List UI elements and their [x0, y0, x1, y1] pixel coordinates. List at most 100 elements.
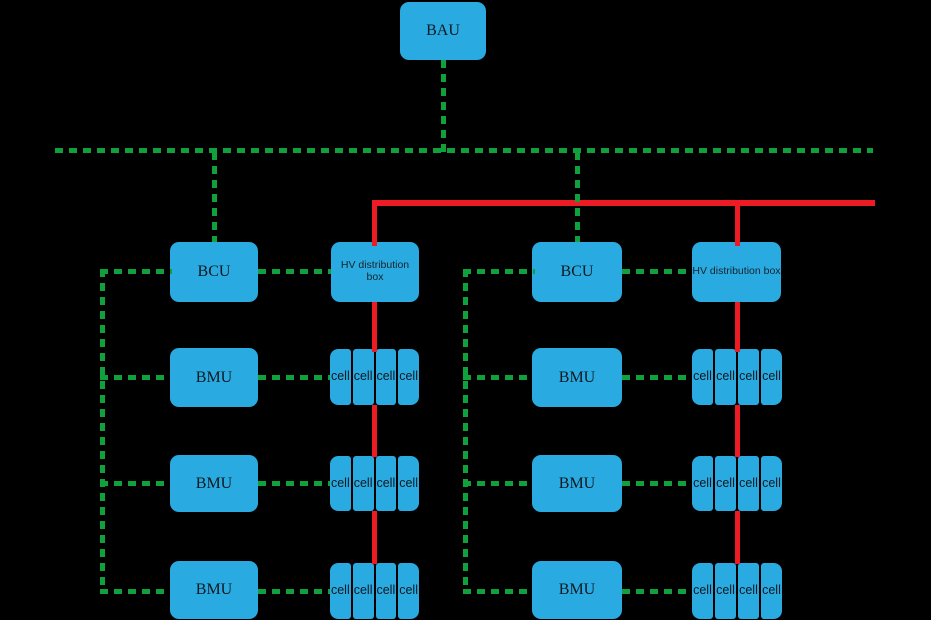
cell-2-3-1[interactable]: cell	[692, 563, 713, 619]
cell-label: cell	[716, 583, 735, 598]
hv-distribution-box-1[interactable]: HV distribution box	[331, 242, 419, 302]
comm-link-bcu1-to-hv1	[258, 269, 332, 274]
cell-1-2-2[interactable]: cell	[352, 456, 374, 511]
bcu-node-2[interactable]: BCU	[532, 242, 622, 302]
comm-link-bmu-1-3-to-cells	[258, 589, 331, 594]
cell-1-1-2[interactable]: cell	[352, 349, 374, 405]
bmu-label-2-1: BMU	[558, 368, 596, 386]
bmu-node-2-1[interactable]: BMU	[532, 348, 622, 407]
comm-link-riser2-to-bmu-2-2	[463, 481, 535, 486]
bau-node[interactable]: BAU	[400, 2, 486, 60]
cell-group-2-1: cell cell cell cell	[692, 349, 782, 405]
hv-box-label-2: HV distribution box	[692, 265, 781, 278]
bmu-node-1-3[interactable]: BMU	[170, 561, 258, 619]
cell-label: cell	[739, 583, 758, 598]
cell-2-3-2[interactable]: cell	[715, 563, 736, 619]
power-link-hv1-to-cells-1-1	[372, 302, 377, 352]
cell-1-2-4[interactable]: cell	[398, 456, 419, 511]
cell-label: cell	[693, 583, 712, 598]
hv-distribution-box-2[interactable]: HV distribution box	[692, 242, 781, 302]
cell-1-3-2[interactable]: cell	[352, 563, 374, 619]
cell-label: cell	[376, 475, 396, 490]
cell-label: cell	[762, 583, 781, 598]
cell-label: cell	[716, 369, 735, 384]
bmu-label-1-3: BMU	[195, 581, 233, 599]
comm-link-bus-to-bcu-2	[575, 152, 580, 244]
comm-bus-main	[55, 148, 873, 153]
cell-group-1-2: cell cell cell cell	[330, 456, 419, 511]
comm-link-bmu-2-1-to-cells	[622, 375, 692, 380]
cell-1-1-1[interactable]: cell	[330, 349, 351, 405]
cell-1-3-4[interactable]: cell	[398, 563, 419, 619]
comm-link-bau-to-bus	[441, 60, 446, 152]
comm-link-bmu-2-3-to-cells	[622, 589, 692, 594]
cell-2-3-4[interactable]: cell	[761, 563, 782, 619]
cell-label: cell	[330, 369, 350, 384]
hv-box-label-1: HV distribution box	[340, 259, 410, 283]
cell-label: cell	[762, 475, 781, 490]
comm-link-bmu-1-1-to-cells	[258, 375, 331, 380]
power-link-cells-1-1-to-1-2	[372, 405, 377, 457]
cell-2-1-1[interactable]: cell	[692, 349, 713, 405]
comm-riser-string-1	[100, 269, 105, 594]
bcu-node-1[interactable]: BCU	[170, 242, 258, 302]
bmu-label-1-2: BMU	[195, 474, 233, 492]
bmu-node-1-2[interactable]: BMU	[170, 455, 258, 512]
power-link-cells-1-2-to-1-3	[372, 511, 377, 564]
comm-link-riser2-to-bcu2	[463, 269, 535, 274]
cell-2-2-3[interactable]: cell	[738, 456, 759, 511]
comm-link-bus-to-bcu-1	[212, 152, 217, 244]
cell-1-2-1[interactable]: cell	[330, 456, 351, 511]
cell-2-2-2[interactable]: cell	[715, 456, 736, 511]
cell-group-2-2: cell cell cell cell	[692, 456, 782, 511]
cell-label: cell	[399, 475, 418, 490]
bmu-node-1-1[interactable]: BMU	[170, 348, 258, 407]
bmu-node-2-2[interactable]: BMU	[532, 455, 622, 512]
cell-label: cell	[693, 475, 712, 490]
bcu-label-2: BCU	[560, 263, 594, 281]
comm-link-riser2-to-bmu-2-3	[463, 589, 535, 594]
cell-2-2-1[interactable]: cell	[692, 456, 713, 511]
comm-link-riser1-to-bmu-1-3	[100, 589, 172, 594]
cell-1-1-4[interactable]: cell	[398, 349, 419, 405]
comm-link-bcu2-to-hv2	[622, 269, 693, 274]
power-link-hv2-to-cells-2-1	[735, 302, 740, 352]
comm-link-riser2-to-bmu-2-1	[463, 375, 535, 380]
cell-label: cell	[353, 475, 373, 490]
comm-link-bmu-2-2-to-cells	[622, 481, 692, 486]
comm-link-bmu-1-2-to-cells	[258, 481, 331, 486]
cell-group-1-3: cell cell cell cell	[330, 563, 419, 619]
comm-link-riser1-to-bmu-1-1	[100, 375, 172, 380]
cell-label: cell	[330, 583, 350, 598]
cell-1-1-3[interactable]: cell	[375, 349, 397, 405]
cell-1-2-3[interactable]: cell	[375, 456, 397, 511]
bmu-label-1-1: BMU	[195, 368, 233, 386]
comm-link-riser1-to-bcu1	[100, 269, 172, 274]
cell-label: cell	[399, 583, 418, 598]
cell-1-3-3[interactable]: cell	[375, 563, 397, 619]
bmu-node-2-3[interactable]: BMU	[532, 561, 622, 619]
cell-2-1-4[interactable]: cell	[761, 349, 782, 405]
power-link-bus-to-hv2	[735, 200, 740, 246]
comm-link-riser1-to-bmu-1-2	[100, 481, 172, 486]
cell-label: cell	[353, 369, 373, 384]
cell-label: cell	[762, 369, 781, 384]
power-link-cells-2-1-to-2-2	[735, 405, 740, 457]
power-link-cells-2-2-to-2-3	[735, 511, 740, 564]
bcu-label-1: BCU	[197, 263, 231, 281]
cell-2-1-2[interactable]: cell	[715, 349, 736, 405]
cell-2-3-3[interactable]: cell	[738, 563, 759, 619]
cell-label: cell	[739, 369, 758, 384]
bmu-label-2-3: BMU	[558, 581, 596, 599]
bau-label: BAU	[426, 22, 460, 40]
cell-2-1-3[interactable]: cell	[738, 349, 759, 405]
bmu-label-2-2: BMU	[558, 474, 596, 492]
cell-label: cell	[330, 475, 350, 490]
cell-group-2-3: cell cell cell cell	[692, 563, 782, 619]
cell-2-2-4[interactable]: cell	[761, 456, 782, 511]
cell-1-3-1[interactable]: cell	[330, 563, 351, 619]
comm-riser-string-2	[463, 269, 468, 594]
cell-label: cell	[376, 583, 396, 598]
cell-label: cell	[353, 583, 373, 598]
